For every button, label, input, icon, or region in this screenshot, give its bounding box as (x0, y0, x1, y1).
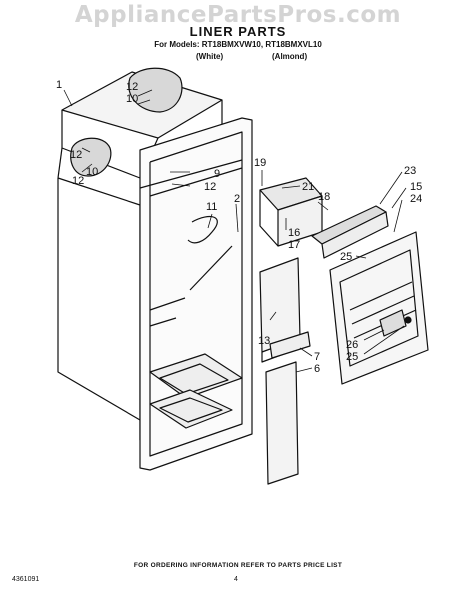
callout-12-side: 12 (72, 175, 84, 187)
callout-21: 21 (302, 181, 314, 193)
callout-11: 11 (206, 201, 217, 213)
callout-25-lower: 25 (346, 351, 358, 363)
callout-18: 18 (318, 191, 330, 203)
callout-17: 17 (288, 239, 300, 251)
control-panel-strip (311, 205, 389, 259)
screw-part (404, 316, 412, 324)
callout-13: 13 (258, 335, 270, 347)
callout-25-upper: 25 (340, 251, 352, 263)
trim-strip (269, 331, 311, 359)
callout-19: 19 (254, 157, 266, 169)
ordering-note: FOR ORDERING INFORMATION REFER TO PARTS … (133, 562, 343, 569)
diagram-title: LINER PARTS (189, 24, 287, 39)
callout-15: 15 (410, 181, 422, 193)
liner-frame (139, 117, 253, 471)
callout-9: 9 (214, 168, 220, 180)
callout-10-top: 10 (126, 93, 138, 105)
color-white-label: (White) (196, 52, 224, 61)
callout-12-top: 12 (126, 81, 138, 93)
models-line: For Models: RT18BMXVW10, RT18BMXVL10 (154, 40, 322, 49)
side-hinge-part (70, 137, 112, 177)
callout-23: 23 (404, 165, 416, 177)
document-number: 4361091 (12, 576, 40, 583)
top-hinge-part (128, 67, 183, 113)
rear-panel (329, 231, 429, 385)
callout-24: 24 (410, 193, 422, 205)
callout-7: 7 (314, 351, 320, 363)
duct-cover (265, 361, 299, 485)
callout-1: 1 (56, 79, 62, 91)
watermark-text: AppliancePartsPros.com (74, 2, 402, 28)
color-almond-label: (Almond) (272, 52, 308, 61)
page-number: 4 (234, 576, 238, 583)
callout-6: 6 (314, 363, 320, 375)
callout-16: 16 (288, 227, 300, 239)
callout-12-mid: 12 (204, 181, 216, 193)
drain-tube (187, 215, 218, 244)
callout-12-left: 12 (70, 149, 82, 161)
callout-26: 26 (346, 339, 358, 351)
callout-2: 2 (234, 193, 240, 205)
callout-10-side: 10 (86, 166, 98, 178)
wire-harness (189, 245, 233, 291)
